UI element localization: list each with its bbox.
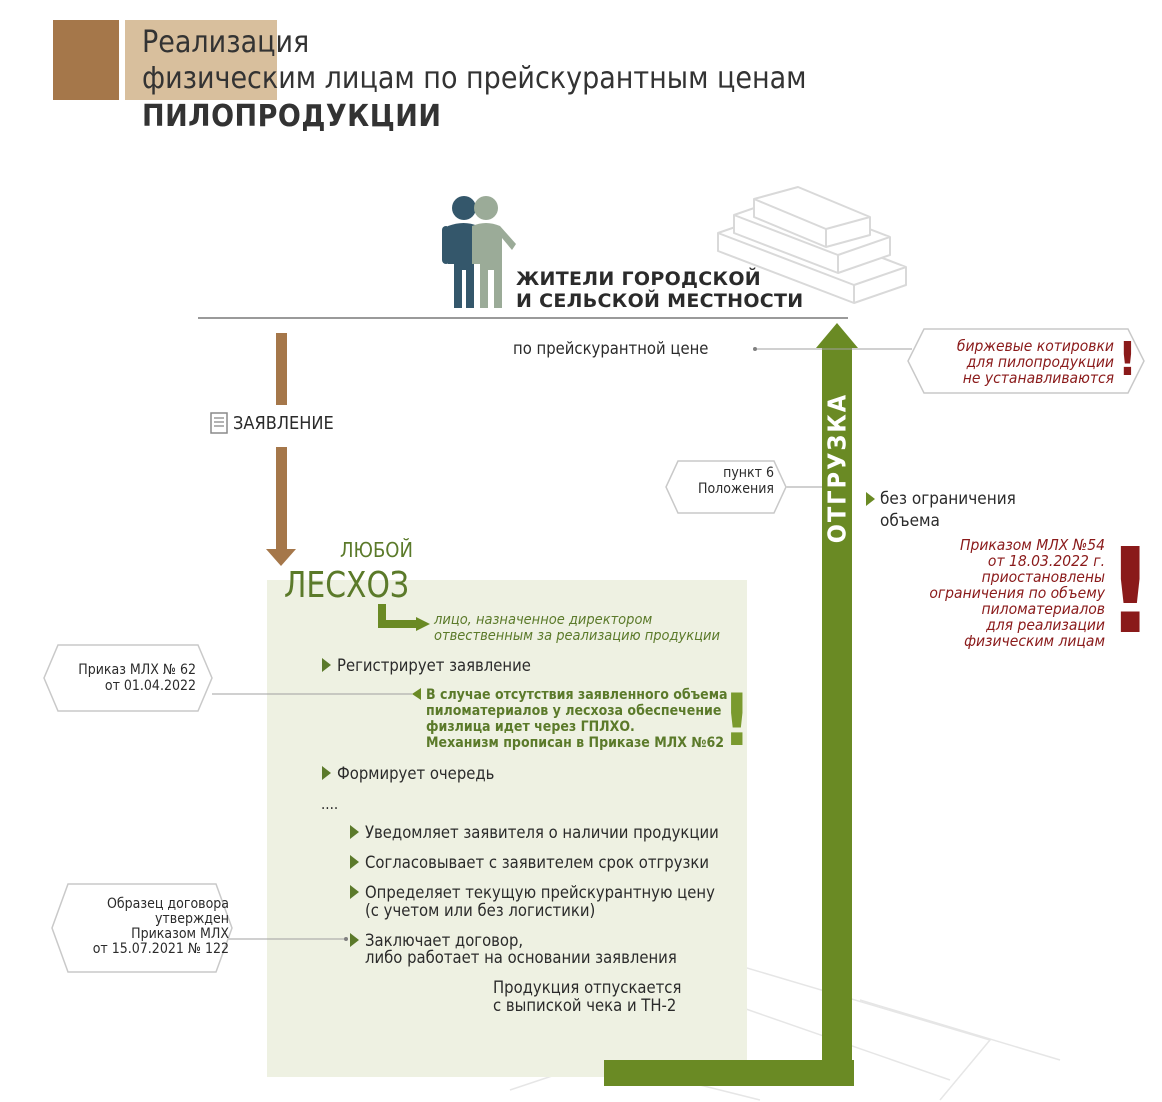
gplho-warning-line1: В случае отсутствия заявленного объема <box>426 687 728 703</box>
shipment-label: ОТГРУЗКА <box>822 392 852 544</box>
contract-note-line1: Образец договора <box>107 896 229 912</box>
gplho-warning-line4: Механизм прописан в Приказе МЛХ №62 <box>426 735 724 751</box>
contract-note-box <box>51 883 233 973</box>
header-title-line1: Реализация <box>142 25 310 60</box>
document-icon <box>210 412 228 434</box>
order54-line6: для реализации <box>986 616 1105 634</box>
gplho-marker <box>412 688 421 700</box>
exchange-warning-icon: ! <box>1118 332 1137 386</box>
step-notify: Уведомляет заявителя о наличии продукции <box>350 824 719 842</box>
responsible-person-line2: отвественным за реализацию продукции <box>434 628 720 644</box>
order54-line5: пиломатериалов <box>981 600 1105 618</box>
header-title-line2: физическим лицам по прейскурантным ценам <box>142 61 807 96</box>
order54-line4: ограничения по объему <box>929 584 1105 602</box>
gplho-warning-icon: ! <box>722 678 752 762</box>
release-line1: Продукция отпускается <box>493 978 682 997</box>
gplho-warning-line2: пиломатериалов у лесхоза обеспечение <box>426 703 722 719</box>
order62-line2: от 01.04.2022 <box>104 678 196 694</box>
exchange-note-line2: для пилопродукции <box>966 353 1114 371</box>
release-line2: с выпиской чека и ТН-2 <box>493 996 677 1015</box>
order54-line2: от 18.03.2022 г. <box>987 552 1105 570</box>
contract-note-line3: Приказом МЛХ <box>131 926 229 942</box>
forestry-any-label: ЛЮБОЙ <box>340 538 413 562</box>
order54-line3: приостановлены <box>981 568 1105 586</box>
residents-line2: И СЕЛЬСКОЙ МЕСТНОСТИ <box>516 290 804 312</box>
step-agree: Согласовывает с заявителем срок отгрузки <box>350 854 709 872</box>
header-title-line3: ПИЛОПРОДУКЦИИ <box>142 99 442 134</box>
step-contract-line2: либо работает на основании заявления <box>365 948 677 967</box>
no-limit-line1: без ограничения <box>880 489 1016 509</box>
forestry-name-label: ЛЕСХОЗ <box>284 565 410 606</box>
contract-note-line2: утвержден <box>154 911 229 927</box>
price-label: по прейскурантной цене <box>513 339 709 358</box>
step-price-line2: (с учетом или без логистики) <box>365 901 596 920</box>
step-queue: Формирует очередь <box>322 765 494 783</box>
exchange-note-line3: не устанавливаются <box>962 369 1114 387</box>
contract-note-line4: от 15.07.2021 № 122 <box>92 941 229 957</box>
exchange-note-line1: биржевые котировки <box>956 337 1114 355</box>
step-price-line1: Определяет текущую прейскурантную цену <box>350 884 715 902</box>
lumber-stack-icon <box>717 186 907 304</box>
responsible-person-line1: лицо, назначенное директором <box>434 612 653 628</box>
header-square-dark <box>53 20 119 100</box>
order62-line1: Приказ МЛХ № 62 <box>78 662 196 678</box>
order62-note-box <box>43 644 213 712</box>
application-label: ЗАЯВЛЕНИЕ <box>233 413 334 434</box>
order54-line1: Приказом МЛХ №54 <box>959 536 1105 554</box>
no-limit-marker <box>866 492 875 506</box>
step-contract-line1: Заключает договор, <box>350 932 523 950</box>
step-register: Регистрирует заявление <box>322 657 531 675</box>
exchange-note-box <box>907 328 1145 394</box>
clause-note-line2: Положения <box>697 481 774 497</box>
header-square-light <box>125 20 277 100</box>
no-limit-line2: объема <box>880 511 940 531</box>
clause-note-line1: пункт 6 <box>723 465 774 481</box>
clause-note-box <box>665 460 787 514</box>
people-icon <box>442 196 516 308</box>
residents-line1: ЖИТЕЛИ ГОРОДСКОЙ <box>516 268 761 290</box>
top-divider <box>198 317 848 319</box>
order54-line7: физическим лицам <box>964 632 1105 650</box>
step-dots: .... <box>321 795 339 813</box>
order54-warning-icon: ! <box>1106 522 1155 660</box>
gplho-warning-line3: физлица идет через ГПЛХО. <box>426 719 635 735</box>
